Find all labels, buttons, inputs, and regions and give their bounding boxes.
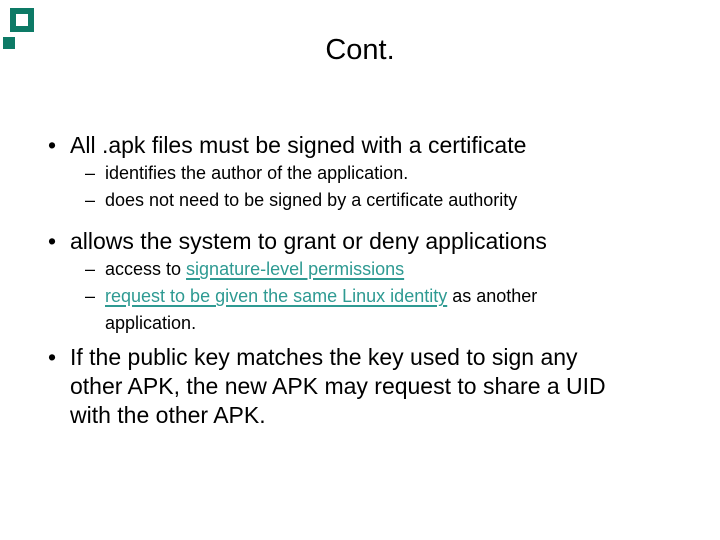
link-request-to-be-given-the-same-linux-ident[interactable]: request to be given the same Linux ident… — [105, 286, 448, 306]
bullet-marker: • — [48, 228, 57, 254]
dash-marker: – — [85, 286, 96, 306]
text-line: –identifies the author of the applicatio… — [47, 160, 692, 187]
slide-title: Cont. — [325, 34, 395, 66]
text-segment: with the other APK. — [70, 402, 266, 428]
sub-bullet-item: –request to be given the same Linux iden… — [47, 283, 692, 337]
text-segment: allows the system to grant or deny appli… — [70, 228, 547, 254]
sub-bullet-item: –identifies the author of the applicatio… — [47, 160, 692, 187]
logo-square-small-icon — [3, 37, 15, 49]
sub-bullet-item: –does not need to be signed by a certifi… — [47, 187, 692, 214]
text-segment: other APK, the new APK may request to sh… — [70, 373, 606, 399]
dash-marker: – — [85, 259, 96, 279]
dash-marker: – — [85, 163, 96, 183]
link-signature-level-permissions[interactable]: signature-level permissions — [186, 259, 405, 279]
text-segment: If the public key matches the key used t… — [70, 344, 578, 370]
text-segment: as another — [447, 286, 538, 306]
bullet-marker: • — [48, 344, 57, 370]
text-line: application. — [47, 310, 692, 337]
text-line: –does not need to be signed by a certifi… — [47, 187, 692, 214]
bullet-marker: • — [48, 132, 57, 158]
dash-marker: – — [85, 190, 96, 210]
text-segment: access to — [105, 259, 187, 279]
text-line: –request to be given the same Linux iden… — [47, 283, 692, 310]
bullet-item: • All .apk files must be signed with a ce… — [47, 131, 692, 160]
text-line: • All .apk files must be signed with a ce… — [47, 131, 692, 160]
logo-square-large-icon — [10, 8, 34, 32]
text-segment: does not need to be signed by a certific… — [105, 190, 518, 210]
text-line: other APK, the new APK may request to sh… — [47, 372, 692, 401]
text-line: • If the public key matches the key used … — [47, 343, 692, 372]
bullet-list: • All .apk files must be signed with a ce… — [47, 131, 692, 430]
sub-bullet-item: –access to signature-level permissions — [47, 256, 692, 283]
text-line: with the other APK. — [47, 401, 692, 430]
text-segment: All .apk files must be signed with a cer… — [70, 132, 527, 158]
text-segment: application. — [105, 313, 197, 333]
text-segment: identifies the author of the application… — [105, 163, 409, 183]
bullet-item: • If the public key matches the key used … — [47, 343, 692, 430]
text-line: • allows the system to grant or deny appl… — [47, 227, 692, 256]
bullet-item: • allows the system to grant or deny appl… — [47, 227, 692, 256]
text-line: –access to signature-level permissions — [47, 256, 692, 283]
